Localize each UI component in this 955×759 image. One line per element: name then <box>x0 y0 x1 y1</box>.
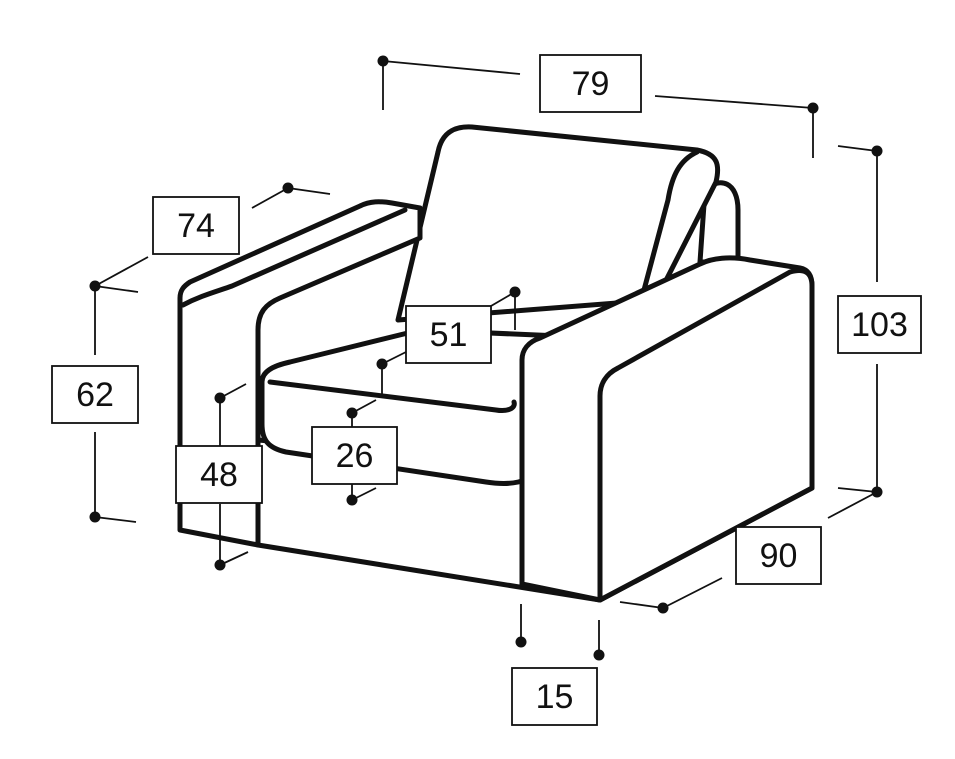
armchair-illustration <box>177 124 815 603</box>
dimension-label-arm-width: 74 <box>152 196 240 255</box>
width-value: 79 <box>572 65 610 103</box>
dimension-label-cushion-thickness: 26 <box>311 426 398 485</box>
cushion-thickness-value: 26 <box>336 437 374 475</box>
arm-height-value: 62 <box>76 376 114 414</box>
right-armrest-side <box>597 268 815 603</box>
dimension-label-height: 103 <box>837 295 922 354</box>
dimension-label-seat-height: 48 <box>175 445 263 504</box>
depth-value: 90 <box>760 537 798 575</box>
left-arm-top-edge <box>180 207 408 308</box>
dimension-label-arm-thickness: 15 <box>511 667 598 726</box>
dimension-label-seat-depth: 51 <box>405 305 492 364</box>
seat-cushion-front-seam <box>267 379 517 413</box>
height-value: 103 <box>851 306 908 344</box>
dimension-label-arm-height: 62 <box>51 365 139 424</box>
arm-thickness-value: 15 <box>536 678 574 716</box>
arm-width-value: 74 <box>177 207 215 245</box>
dimension-lines <box>89 55 883 661</box>
seat-height-value: 48 <box>200 456 238 494</box>
back-cushion-fold <box>641 149 700 293</box>
dimension-label-width: 79 <box>539 54 642 113</box>
seat-depth-value: 51 <box>430 316 468 354</box>
dimension-label-depth: 90 <box>735 526 822 585</box>
